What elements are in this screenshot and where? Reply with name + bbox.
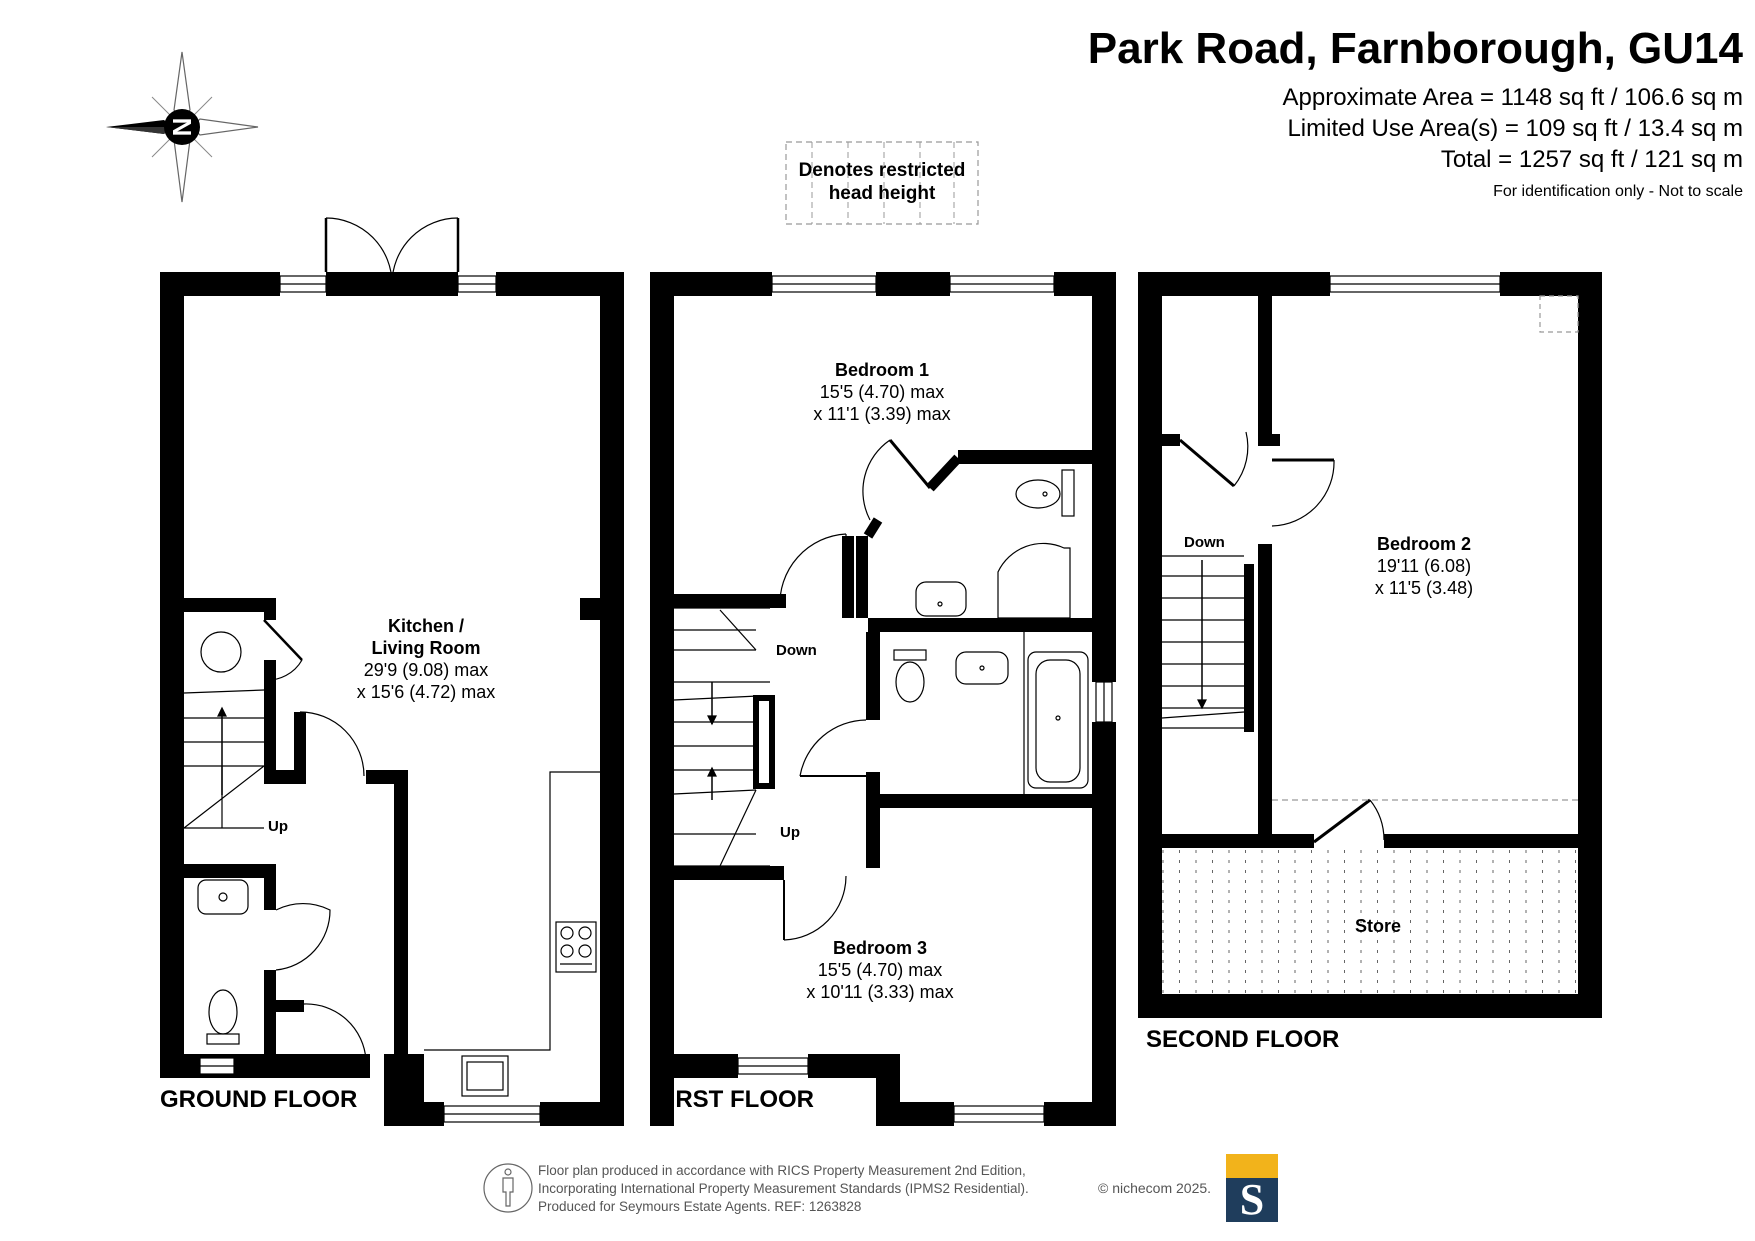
nichecom-credit: © nichecom 2025.	[1098, 1180, 1212, 1196]
second-floor-plan	[1138, 272, 1602, 1018]
room-store: Store	[1355, 916, 1401, 938]
ground-floor-plan	[160, 272, 624, 1126]
svg-text:N: N	[167, 118, 197, 137]
disclaimer: For identification only - Not to scale	[1493, 183, 1743, 200]
second-floor-label: SECOND FLOOR	[1146, 1026, 1340, 1053]
room-bedroom-1: Bedroom 1 15'5 (4.70) max x 11'1 (3.39) …	[813, 360, 950, 426]
room-name: Kitchen /	[387, 616, 464, 636]
legend-line-1: Denotes restricted	[798, 160, 966, 181]
room-dimension: 15'5 (4.70) max	[817, 959, 943, 980]
room-bedroom-3: Bedroom 3 15'5 (4.70) max x 10'11 (3.33)…	[806, 938, 953, 1004]
room-dimension: x 11'1 (3.39) max	[813, 403, 951, 424]
room-name: Bedroom 3	[832, 938, 928, 958]
room-name: Bedroom 2	[1376, 534, 1472, 554]
person-scale-icon	[483, 1163, 533, 1213]
room-dimension: x 15'6 (4.72) max	[356, 681, 496, 702]
approx-area: Approximate Area = 1148 sq ft / 106.6 sq…	[1282, 84, 1744, 111]
store-restricted-hatching	[1162, 848, 1578, 994]
stairs-up-label: Up	[268, 818, 288, 835]
first-floor-details	[673, 275, 1113, 1123]
room-dimension: 19'11 (6.08)	[1376, 555, 1472, 576]
first-floor-label: FIRST FLOOR	[654, 1086, 814, 1113]
stairs-down-label: Down	[776, 642, 817, 659]
logo-letter: S	[1239, 1175, 1265, 1224]
room-dimension: x 11'5 (3.48)	[1374, 577, 1474, 598]
legend-line-2: head height	[828, 182, 936, 204]
seymours-logo	[1226, 1154, 1278, 1222]
restricted-height-legend: Denotes restricted head height	[799, 160, 966, 206]
ground-floor-label: GROUND FLOOR	[160, 1086, 358, 1113]
restricted-height-legend-box	[785, 141, 979, 225]
total-area: Total = 1257 sq ft / 121 sq m	[1440, 146, 1743, 173]
room-dimension: x 10'11 (3.33) max	[806, 981, 954, 1002]
first-floor-plan	[650, 272, 1116, 1126]
footer-line-3: Produced for Seymours Estate Agents. REF…	[538, 1198, 862, 1214]
second-floor-details	[1161, 275, 1579, 844]
room-bedroom-2: Bedroom 2 19'11 (6.08) x 11'5 (3.48)	[1375, 534, 1473, 600]
stairs-up-label: Up	[780, 824, 800, 841]
limited-use-area: Limited Use Area(s) = 109 sq ft / 13.4 s…	[1287, 115, 1743, 142]
room-name: Store	[1354, 916, 1402, 936]
footer-line-1: Floor plan produced in accordance with R…	[538, 1163, 1026, 1178]
footer-line-2: Incorporating International Property Mea…	[538, 1180, 1029, 1196]
footer-notes: Floor plan produced in accordance with R…	[538, 1162, 1029, 1216]
room-name: Bedroom 1	[834, 360, 930, 380]
room-kitchen-living: Kitchen / Living Room 29'9 (9.08) max x …	[357, 616, 496, 704]
compass-rose-icon: N	[106, 51, 259, 203]
room-dimension: 29'9 (9.08) max	[363, 659, 489, 680]
room-dimension: 15'5 (4.70) max	[819, 381, 945, 402]
property-title: Park Road, Farnborough, GU14	[1087, 24, 1743, 73]
room-name: Living Room	[371, 637, 481, 658]
stairs-down-label: Down	[1184, 534, 1225, 551]
ground-floor-details	[183, 217, 600, 1123]
